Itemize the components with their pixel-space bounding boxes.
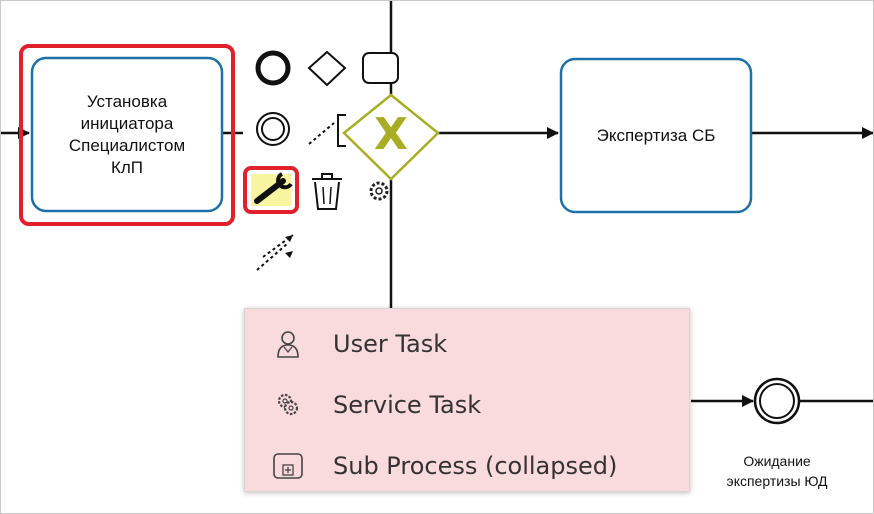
popup-item-service-task[interactable]: Service Task [245,377,689,433]
event-label: Ожидание экспертизы ЮД [707,451,847,491]
connect-arrow-icon[interactable] [256,234,294,271]
popup-item-label: User Task [333,330,448,358]
user-icon [271,327,305,361]
end-event-icon[interactable] [255,50,291,86]
trash-icon[interactable] [312,173,342,210]
selection-highlight [19,44,235,226]
exclusive-gateway[interactable]: X [342,93,440,181]
popup-item-label: Sub Process (collapsed) [333,452,618,480]
intermediate-event-icon[interactable] [256,112,290,146]
replace-popup-menu: User Task Service Task [244,308,690,492]
task-expertise[interactable] [559,57,753,214]
subprocess-icon [271,449,305,483]
popup-item-subprocess[interactable]: Sub Process (collapsed) [245,438,689,494]
gear-icon[interactable] [369,181,389,201]
wrench-icon[interactable] [243,166,299,214]
task-icon[interactable] [362,52,399,84]
intermediate-event[interactable] [753,377,801,425]
event-label-line: экспертизы ЮД [726,473,828,489]
gateway-symbol: X [374,109,408,160]
gateway-icon[interactable] [307,50,347,87]
text-annotation-icon[interactable] [308,114,346,147]
popup-item-label: Service Task [333,391,482,419]
task-start[interactable] [30,56,224,213]
event-label-line: Ожидание [743,453,811,469]
popup-item-user-task[interactable]: User Task [245,316,689,372]
gear-icon [271,388,305,422]
